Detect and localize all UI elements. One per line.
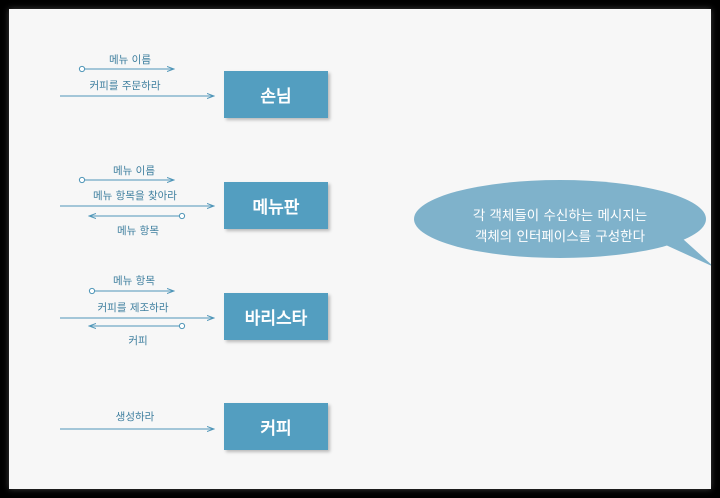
callout-line: 객체의 인터페이스를 구성한다 [474,229,646,245]
msg-return-arrow [89,322,186,330]
message-label: 커피를 제조하라 [97,302,169,314]
msg-param-arrow [78,176,174,184]
message-label: 메뉴 항목 [113,275,155,287]
message-label: 메뉴 항목 [117,225,159,237]
msg-return-arrow [89,212,186,220]
object-box-coffee: 커피 [224,403,328,450]
object-box-barista: 바리스타 [224,293,328,340]
diagram-canvas: 메뉴 이름 커피를 주문하라 손님 메뉴 이름 메뉴 항목을 찾아라 메뉴 항목… [9,9,711,489]
message-label: 커피를 주문하라 [89,80,161,92]
callout-text: 각 객체들이 수신하는 메시지는 객체의 인터페이스를 구성한다 [423,206,697,248]
msg-param-arrow [88,287,174,295]
arrows-layer [60,65,711,489]
message-label: 커피 [128,335,148,347]
message-label: 메뉴 이름 [113,165,155,177]
callout-line: 각 객체들이 수신하는 메시지는 [472,208,648,224]
callout-bubble [414,180,711,266]
message-label: 메뉴 이름 [109,54,151,66]
object-box-customer: 손님 [224,71,328,118]
msg-param-arrow [78,65,174,73]
object-box-menu: 메뉴판 [224,182,328,229]
message-label: 생성하라 [115,411,155,423]
message-label: 메뉴 항목을 찾아라 [93,190,177,202]
